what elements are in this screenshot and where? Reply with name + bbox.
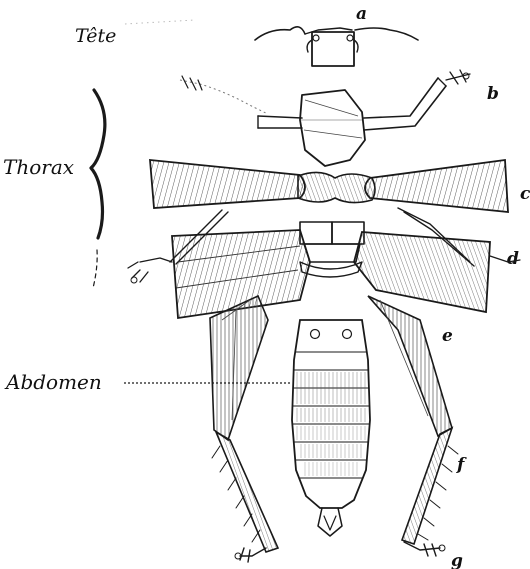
letter-e: e — [442, 326, 453, 346]
thorax-brace — [91, 90, 105, 288]
metathorax-segment — [128, 222, 520, 318]
head-guide-line — [125, 20, 195, 24]
letter-f: f — [456, 455, 467, 475]
label-head: Tête — [75, 25, 116, 47]
letter-g: g — [451, 551, 463, 569]
head-segment — [255, 27, 418, 66]
label-thorax: Thorax — [3, 155, 74, 179]
letter-b: b — [487, 84, 499, 104]
letter-d: d — [507, 249, 519, 269]
label-abdomen: Abdomen — [4, 370, 102, 394]
letter-c: c — [520, 184, 530, 204]
letter-a: a — [356, 4, 367, 24]
prothorax-segment — [180, 70, 470, 166]
